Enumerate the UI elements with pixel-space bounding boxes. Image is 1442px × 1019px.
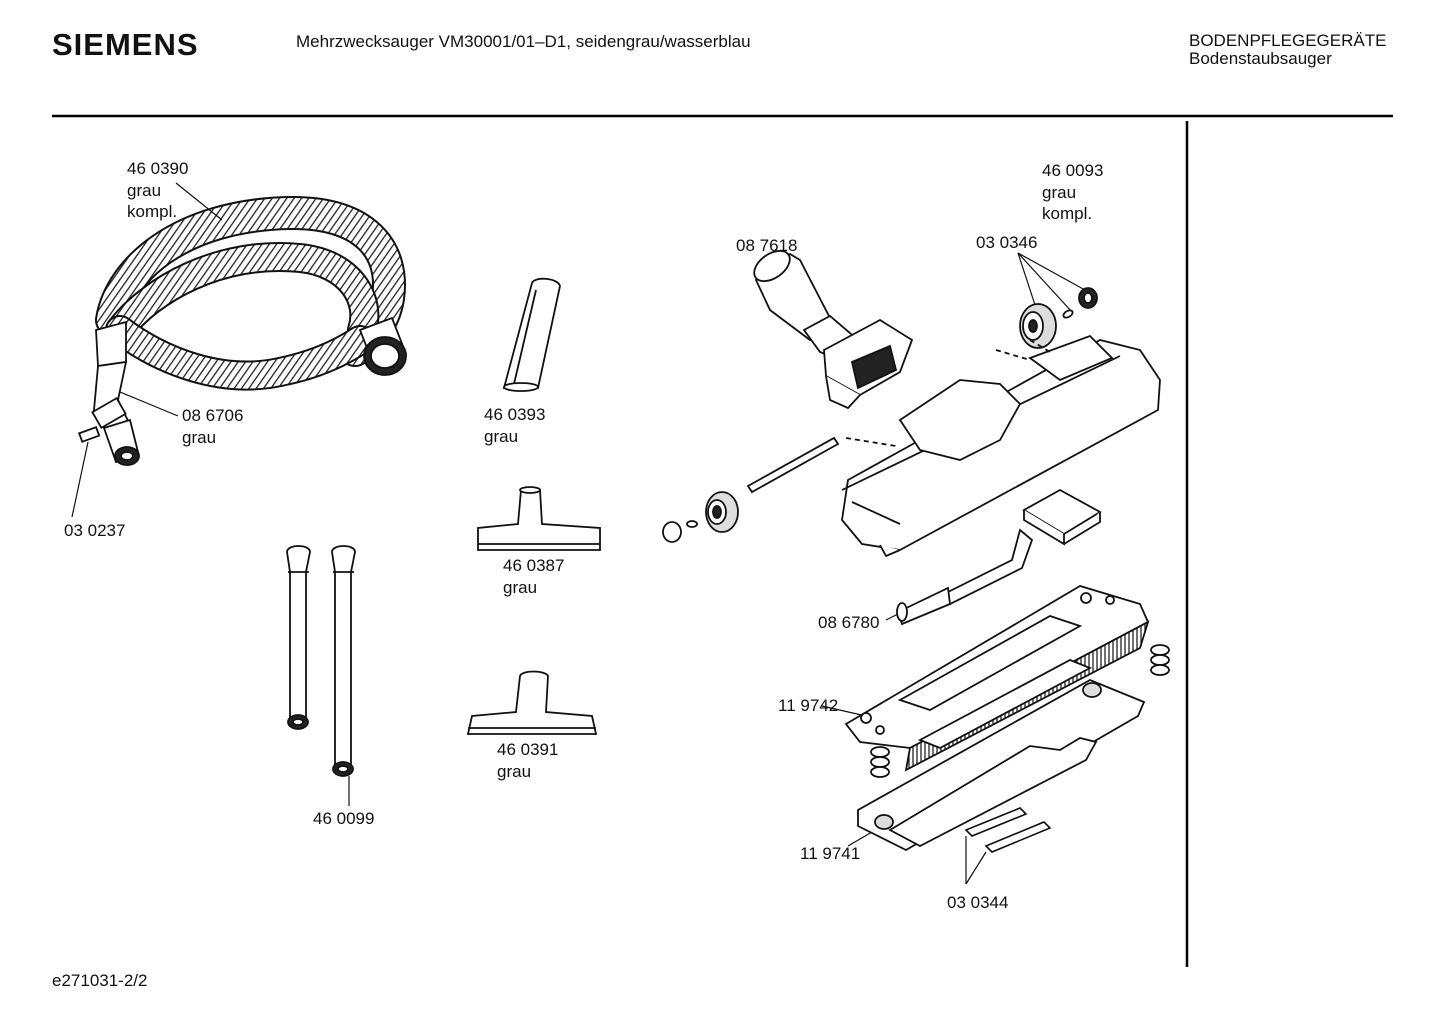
part-color: grau: [127, 180, 162, 200]
part-number: 46 0391: [497, 740, 559, 759]
document-id: e271031-2/2: [52, 971, 148, 990]
part-color: grau: [484, 426, 519, 446]
part-note: kompl.: [127, 202, 178, 221]
label-crevice-tool: 46 0393 grau: [484, 404, 545, 447]
label-sole-plate: 11 9741: [800, 843, 860, 865]
label-upholstery-nozzle-2: 46 0391 grau: [497, 739, 558, 782]
part-number: 46 0393: [484, 405, 546, 424]
label-tubes: 46 0099: [313, 808, 374, 830]
part-number: 11 9741: [800, 844, 861, 863]
category-label: BODENPFLEGEGERÄTE: [1189, 31, 1387, 50]
upholstery-nozzle-2: [466, 670, 598, 735]
label-upholstery-nozzle: 46 0387 grau: [503, 555, 564, 598]
subcategory-label: Bodenstaubsauger: [1189, 49, 1332, 68]
part-number: 08 6706: [182, 406, 244, 425]
part-note: kompl.: [1042, 204, 1093, 223]
foot-pedal: [896, 488, 1102, 626]
hose-handle: [78, 320, 140, 466]
part-number: 08 6780: [818, 613, 880, 632]
part-color: grau: [503, 577, 538, 597]
page-title: Mehrzwecksauger VM30001/01–D1, seidengra…: [296, 32, 751, 51]
part-color: grau: [497, 761, 532, 781]
part-number: 03 0346: [976, 233, 1038, 252]
axle-and-wheel: [662, 436, 840, 543]
brush-plate: [844, 585, 1170, 778]
part-number: 03 0344: [947, 893, 1009, 912]
part-number: 03 0237: [64, 521, 126, 540]
part-number: 46 0093: [1042, 161, 1104, 180]
part-number: 11 9742: [778, 696, 839, 715]
sole-plate: [857, 679, 1146, 852]
label-pedal: 08 6780: [818, 612, 879, 634]
hose-end-fitting: [358, 316, 408, 376]
upholstery-nozzle: [477, 486, 601, 551]
label-pads: 03 0344: [947, 892, 1008, 914]
brand-logo: SIEMENS: [52, 27, 199, 62]
label-brush-plate: 11 9742: [778, 695, 838, 717]
nozzle-housing: [841, 334, 1161, 558]
crevice-tool: [502, 277, 561, 392]
label-elbow: 08 7618: [736, 235, 797, 257]
part-number: 46 0390: [127, 159, 189, 178]
label-clip: 03 0237: [64, 520, 125, 542]
adhesive-pads: [964, 807, 1052, 853]
extension-tubes: [286, 545, 356, 777]
wheel-small: [1019, 287, 1098, 349]
hose-drawing: [95, 195, 406, 391]
label-wheels: 03 0346: [976, 232, 1037, 254]
part-color: grau: [182, 427, 217, 447]
part-number: 46 0099: [313, 809, 375, 828]
leader-lines: [71, 182, 1086, 885]
label-hose: 46 0390 grau kompl.: [127, 158, 188, 223]
part-number: 46 0387: [503, 556, 565, 575]
elbow-piece: [753, 249, 914, 410]
part-number: 08 7618: [736, 236, 798, 255]
label-handle: 08 6706 grau: [182, 405, 243, 448]
label-floor-nozzle: 46 0093 grau kompl.: [1042, 160, 1103, 225]
part-color: grau: [1042, 182, 1077, 202]
